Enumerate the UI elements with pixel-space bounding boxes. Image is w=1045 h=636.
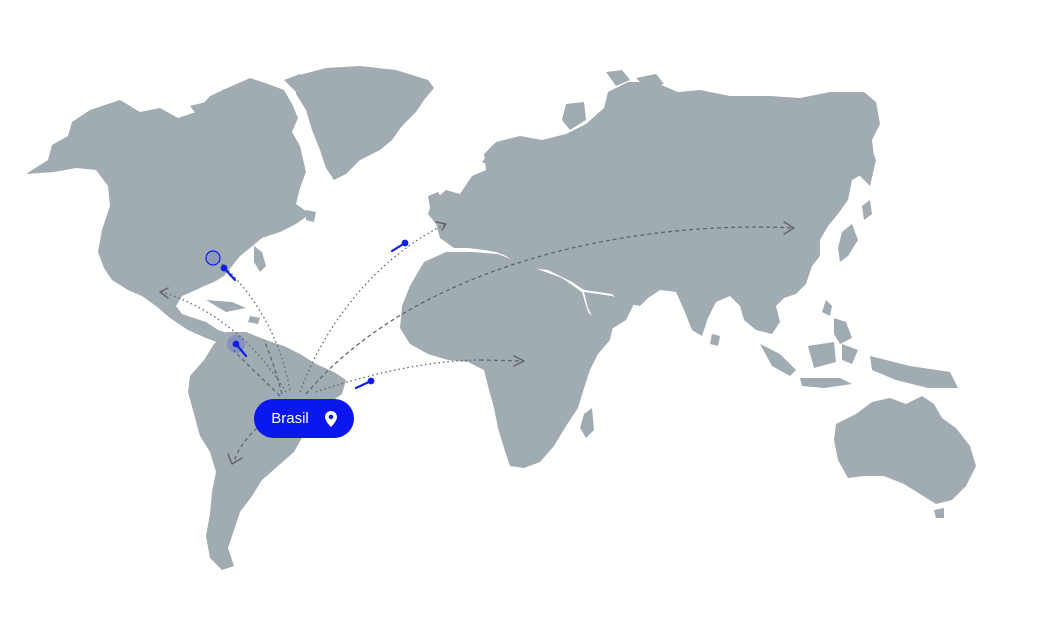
route-to-venezuela: [233, 349, 281, 397]
route-to-mexico: [161, 291, 287, 393]
arrow-head-argentina: [227, 453, 243, 465]
arrow-head-africa: [513, 355, 525, 367]
marker-usa-dot: [220, 264, 228, 272]
continent-south-america: [188, 332, 346, 570]
location-markers: [205, 239, 409, 390]
route-to-africa-dash: [479, 359, 525, 362]
marker-atlantic-dot: [401, 239, 409, 247]
continent-africa: [400, 252, 614, 468]
route-to-north-america: [217, 259, 291, 391]
route-to-europe: [299, 223, 447, 393]
origin-label: Brasil: [271, 410, 309, 427]
origin-badge[interactable]: Brasil: [254, 399, 354, 438]
continent-australia: [834, 396, 976, 518]
arrow-head-mexico: [159, 287, 169, 299]
route-to-asia: [305, 226, 795, 395]
arrow-head-europe: [435, 221, 447, 231]
continent-north-america: [26, 74, 316, 346]
location-pin-icon: [324, 410, 337, 427]
arrow-head-asia: [783, 221, 795, 235]
continent-greenland: [296, 66, 434, 180]
shipping-routes: [159, 221, 795, 465]
route-to-africa: [315, 359, 481, 393]
marker-usa-ring: [205, 250, 221, 266]
route-to-argentina: [233, 411, 281, 463]
route-to-caribbean: [263, 339, 283, 395]
continent-eurasia: [428, 70, 958, 388]
marker-south-atlantic-dot: [367, 377, 375, 385]
marker-venezuela-dot: [232, 340, 240, 348]
